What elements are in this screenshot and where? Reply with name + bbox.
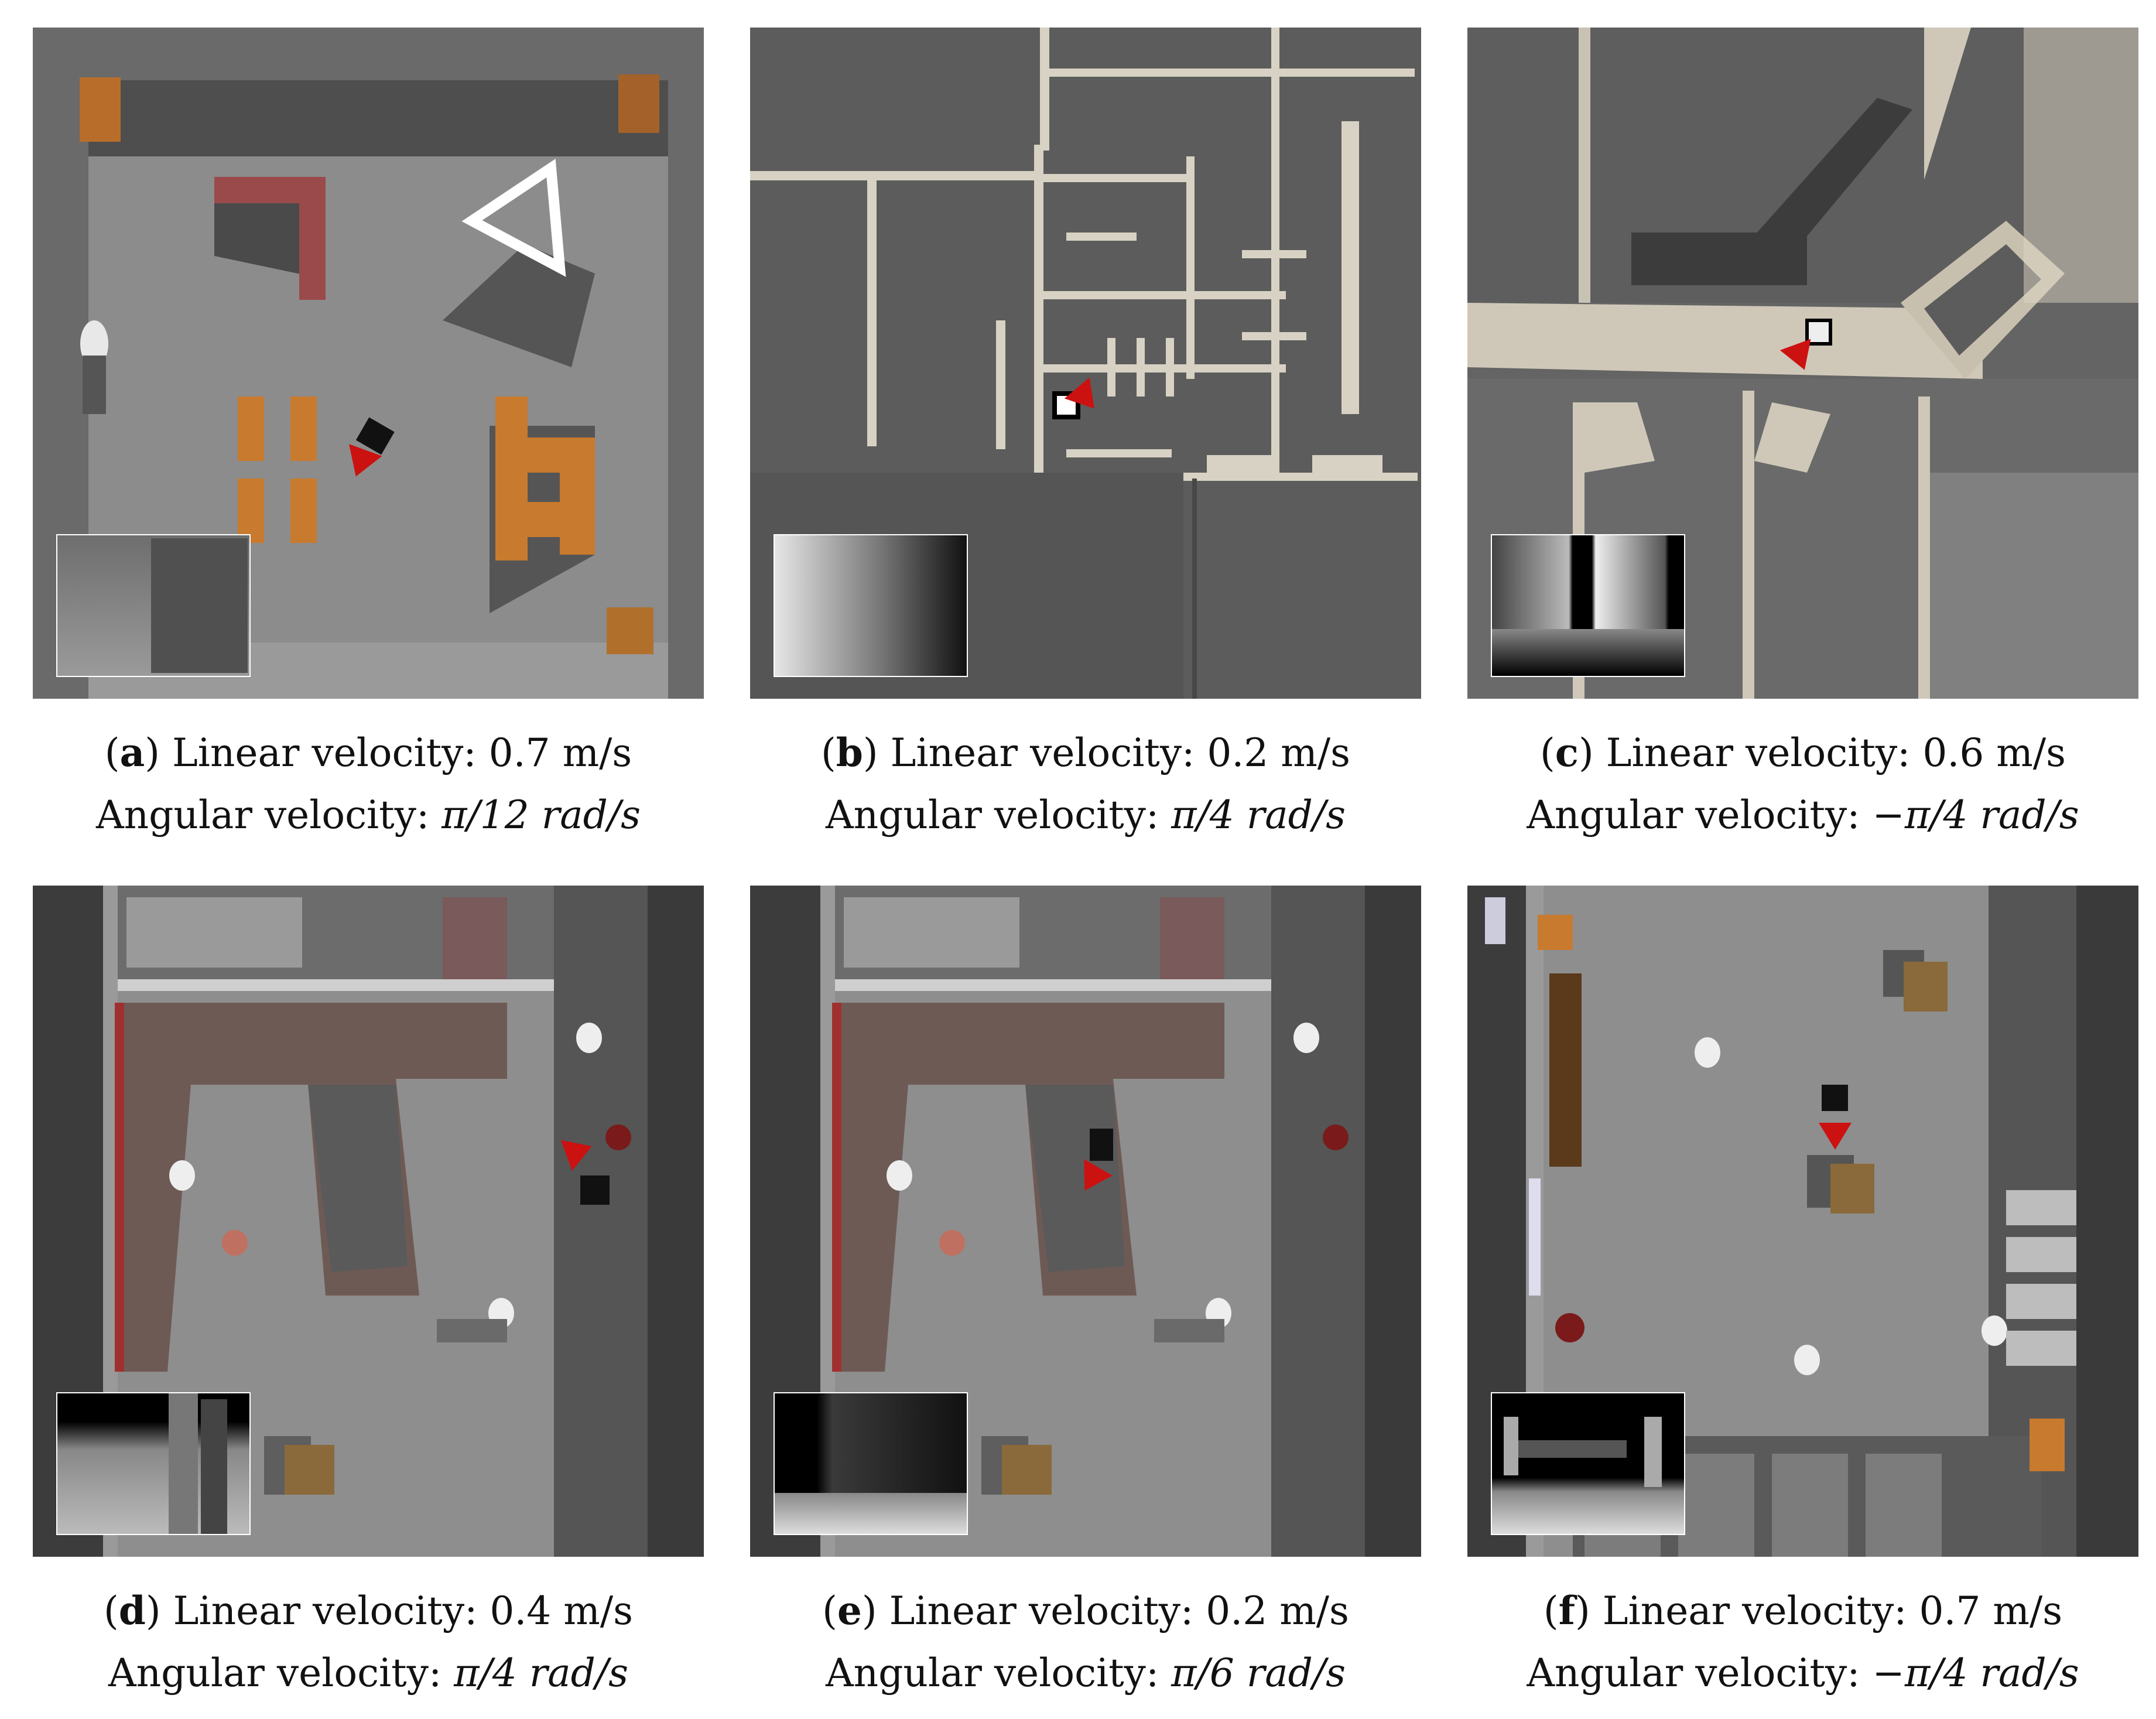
caption-b-line2: Angular velocity: π/4 rad/s [825,792,1346,838]
caption-f-line2: Angular velocity: −π/4 rad/s [1527,1650,2079,1696]
caption-d: (d) Linear velocity: 0.4 m/s Angular vel… [9,1580,727,1704]
caption-d-line1: (d) Linear velocity: 0.4 m/s [104,1588,633,1633]
depth-inset-d [56,1392,251,1535]
caption-e-line1: (e) Linear velocity: 0.2 m/s [822,1588,1349,1633]
depth-inset-b [774,534,968,677]
robot-marker-f [1819,1123,1852,1150]
caption-a: (a) Linear velocity: 0.7 m/s Angular vel… [9,722,727,846]
caption-c-line1: (c) Linear velocity: 0.6 m/s [1540,730,2066,775]
caption-e-line2: Angular velocity: π/6 rad/s [825,1650,1346,1696]
caption-c-line2: Angular velocity: −π/4 rad/s [1527,792,2079,838]
depth-inset-e [774,1392,968,1535]
depth-inset-f [1491,1392,1685,1535]
caption-c: (c) Linear velocity: 0.6 m/s Angular vel… [1444,722,2156,846]
caption-a-line1: (a) Linear velocity: 0.7 m/s [104,730,632,775]
caption-b-line1: (b) Linear velocity: 0.2 m/s [821,730,1350,775]
scene-image-e [750,886,1421,1557]
caption-f-line1: (f) Linear velocity: 0.7 m/s [1543,1588,2063,1633]
caption-b: (b) Linear velocity: 0.2 m/s Angular vel… [727,722,1445,846]
caption-a-line2: Angular velocity: π/12 rad/s [95,792,641,838]
depth-inset-a [56,534,251,677]
caption-f: (f) Linear velocity: 0.7 m/s Angular vel… [1444,1580,2156,1704]
caption-d-line2: Angular velocity: π/4 rad/s [108,1650,629,1696]
depth-inset-c [1491,534,1685,677]
caption-e: (e) Linear velocity: 0.2 m/s Angular vel… [727,1580,1445,1704]
